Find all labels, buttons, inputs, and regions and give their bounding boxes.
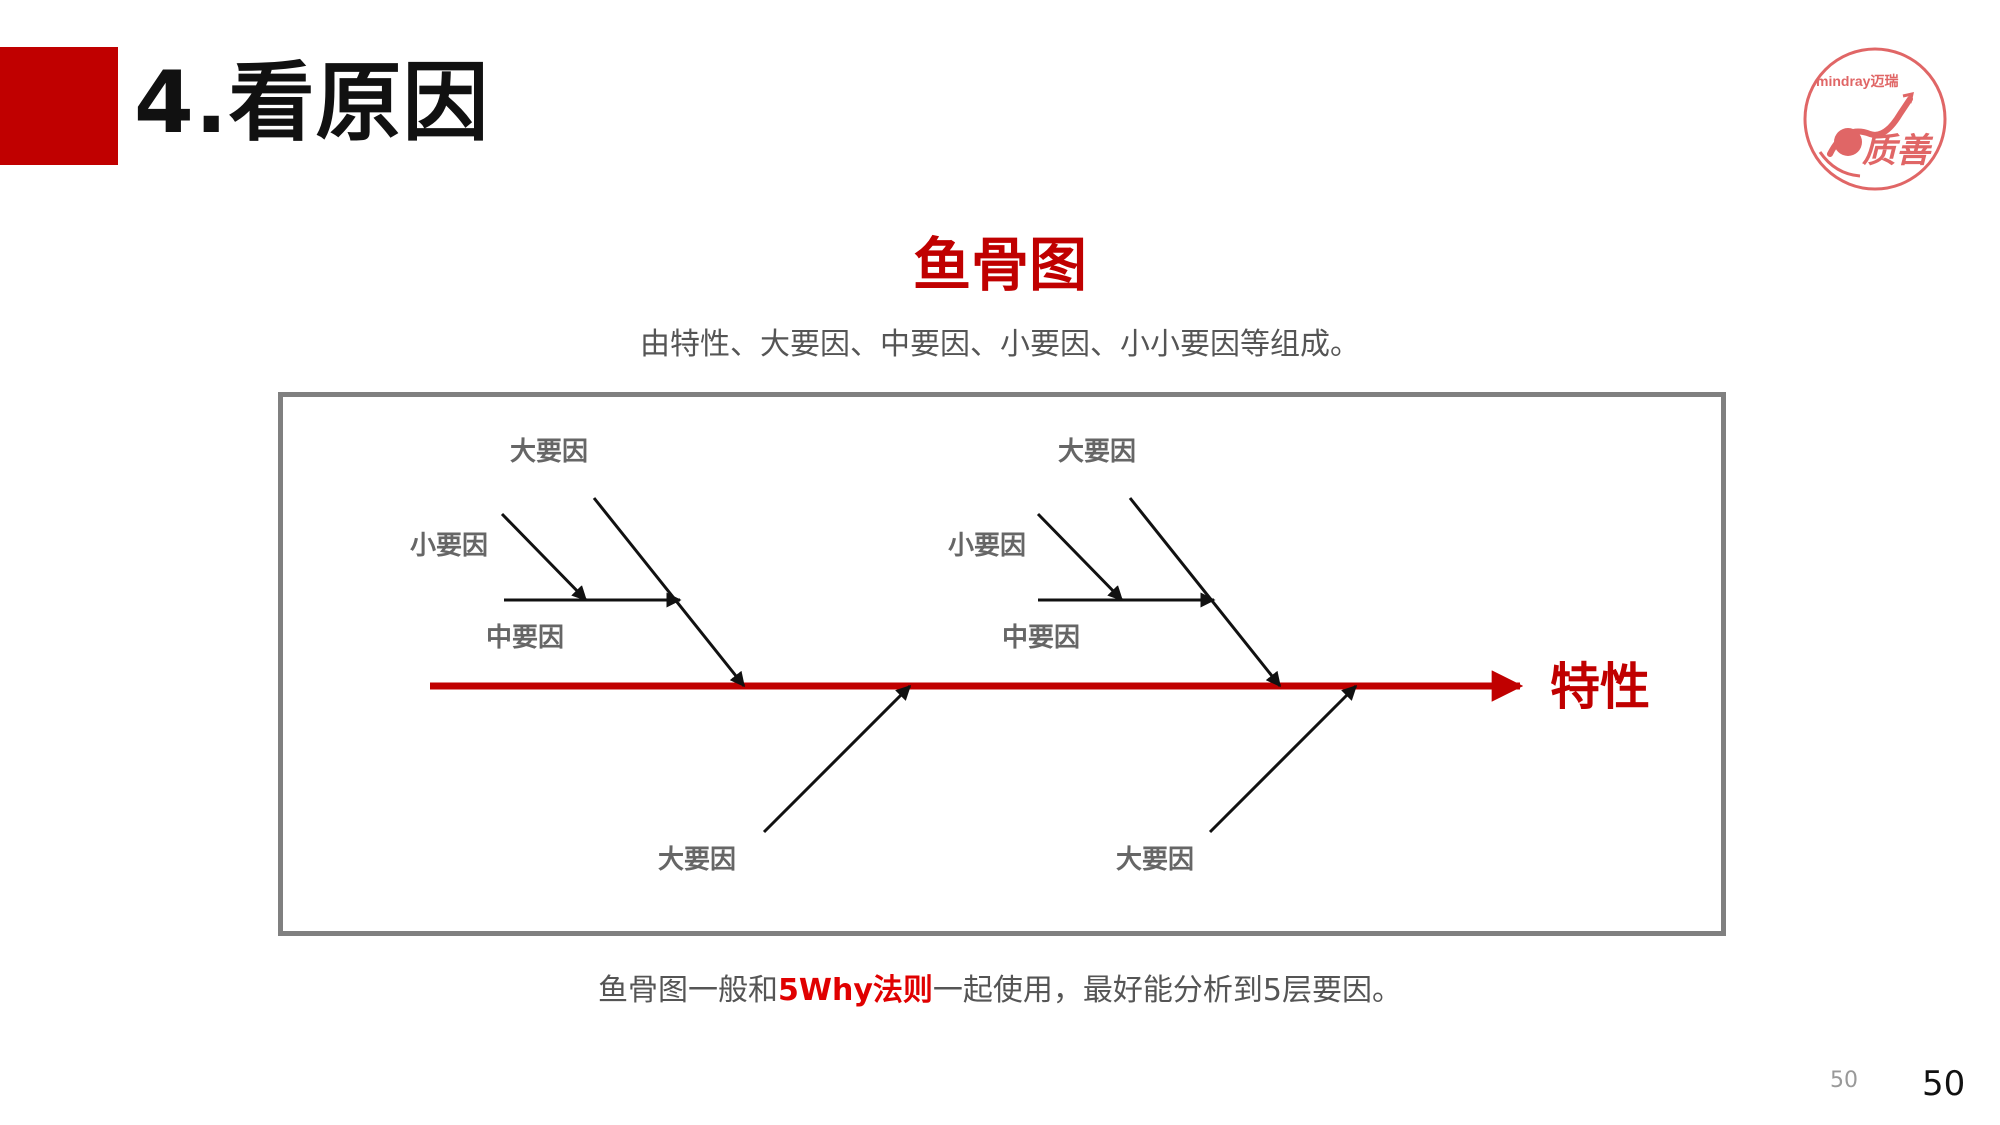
label-mid-upper-right: 中要因 — [1002, 623, 1080, 653]
footer-note: 鱼骨图一般和5Why法则一起使用，最好能分析到5层要因。 — [0, 976, 2000, 1006]
diagram-subtitle: 由特性、大要因、中要因、小要因、小小要因等组成。 — [640, 327, 1360, 362]
big-bone-upper-right — [1128, 497, 1282, 688]
logo-brand-text: mindray迈瑞 — [1816, 73, 1898, 89]
big-bone-lower-right — [1208, 684, 1358, 834]
label-big-upper-left: 大要因 — [510, 437, 588, 467]
slide-title: 4.看原因 — [134, 53, 490, 153]
footer-note-before: 鱼骨图一般和 — [598, 973, 778, 1008]
footer-note-highlight: 5Why法则 — [778, 973, 933, 1008]
big-bone-upper-left — [592, 497, 746, 688]
page-number: 50 — [1922, 1064, 1966, 1104]
small-bone-upper-left — [500, 512, 588, 602]
diagram-frame — [278, 392, 1726, 936]
diagram-title: 鱼骨图 — [912, 231, 1087, 299]
label-small-upper-left: 小要因 — [410, 531, 488, 561]
mindray-quality-seal-icon: mindray迈瑞 质善 — [1803, 47, 1947, 191]
logo-caption: 质善 — [1862, 131, 1934, 171]
label-big-lower-right: 大要因 — [1116, 845, 1194, 875]
effect-label: 特性 — [1550, 658, 1650, 716]
footer-note-after: 一起使用，最好能分析到5层要因。 — [932, 973, 1402, 1008]
label-big-lower-left: 大要因 — [658, 845, 736, 875]
title-accent-block — [0, 47, 118, 165]
page-number-small: 50 — [1830, 1068, 1858, 1093]
big-bone-lower-left — [762, 684, 912, 834]
label-big-upper-right: 大要因 — [1058, 437, 1136, 467]
label-small-upper-right: 小要因 — [948, 531, 1026, 561]
label-mid-upper-left: 中要因 — [486, 623, 564, 653]
small-bone-upper-right — [1036, 512, 1124, 602]
